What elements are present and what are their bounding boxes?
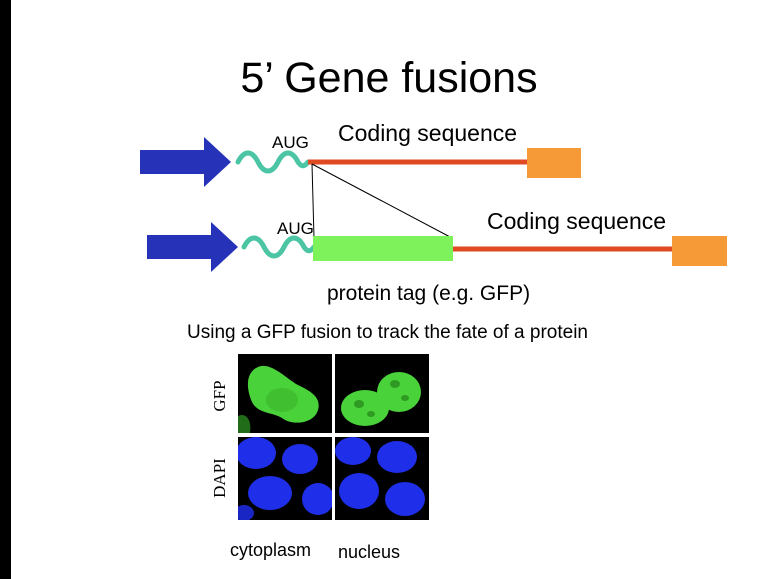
dapi-cytoplasm-panel: [238, 437, 332, 520]
gfp-tag-box: [313, 236, 453, 261]
insertion-line-left: [311, 163, 315, 239]
slide-title: 5’ Gene fusions: [240, 54, 538, 102]
aug-label-1: AUG: [272, 133, 309, 152]
coding-sequence-label-2: Coding sequence: [487, 208, 667, 234]
gfp-nucleus-panel: [335, 354, 429, 433]
row-label-gfp: GFP: [210, 380, 229, 412]
column-label-cytoplasm: cytoplasm: [230, 540, 312, 560]
aug-label-2: AUG: [277, 219, 314, 238]
utr-wave-2: [241, 235, 317, 259]
insertion-line-right: [311, 163, 453, 239]
gfp-cytoplasm-panel: [238, 354, 332, 433]
micrograph-figure: GFP DAPI: [164, 352, 432, 522]
dapi-nucleus-panel: [335, 437, 429, 520]
row-label-dapi: DAPI: [210, 458, 229, 498]
column-label-nucleus: nucleus: [338, 542, 401, 562]
utr-wave-1: [235, 150, 311, 174]
left-edge-bar: [0, 0, 11, 579]
promoter-arrow-2: [147, 222, 238, 272]
protein-tag-label: protein tag (e.g. GFP): [327, 282, 531, 305]
coding-sequence-label-1: Coding sequence: [338, 120, 518, 146]
utr3-box-2: [672, 236, 727, 266]
micrograph-heading: Using a GFP fusion to track the fate of …: [187, 322, 588, 343]
utr3-box-1: [527, 148, 581, 178]
promoter-arrow-1: [140, 137, 231, 187]
